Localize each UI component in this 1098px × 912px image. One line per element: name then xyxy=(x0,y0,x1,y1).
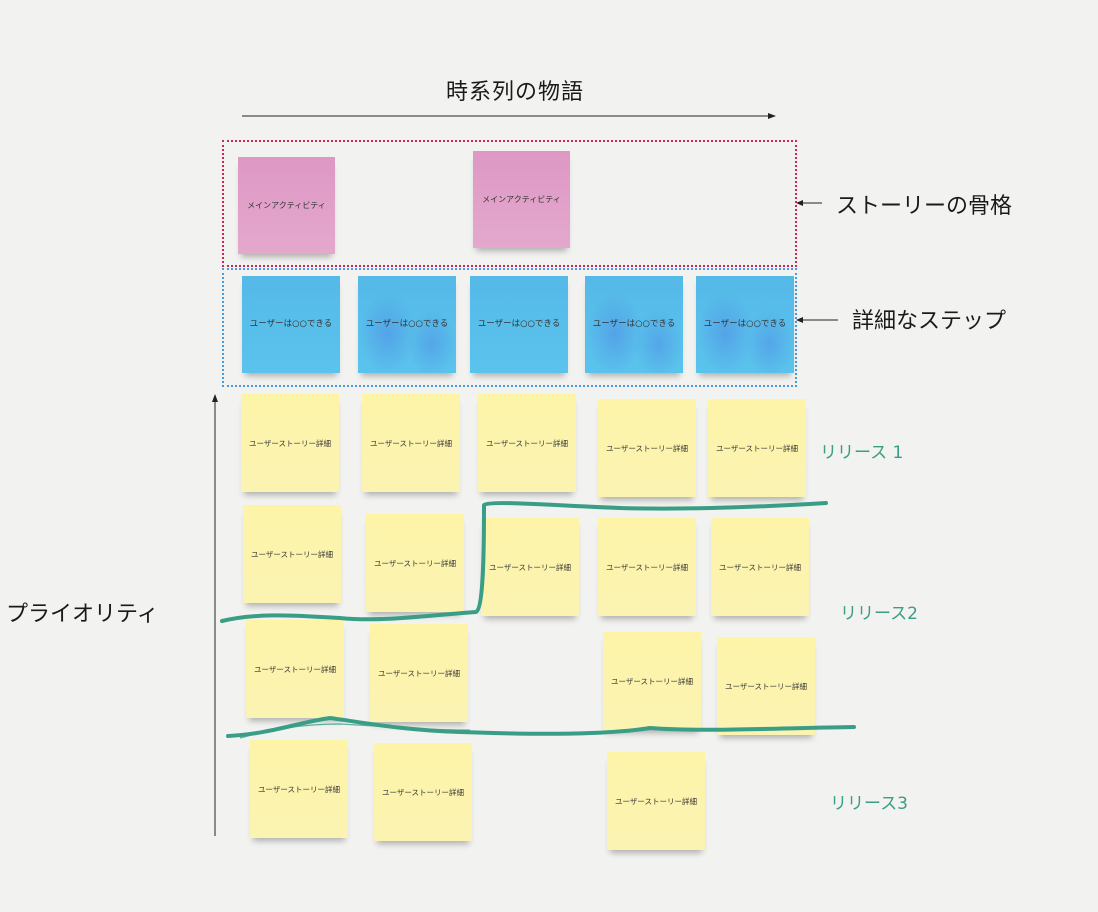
activity-note[interactable]: メインアクティビティ xyxy=(473,151,570,248)
step-note[interactable]: ユーザーは○○できる xyxy=(358,276,456,373)
release-2-line xyxy=(226,716,856,738)
steps-frame xyxy=(222,268,797,387)
priority-arrow-head xyxy=(212,394,218,402)
story-note[interactable]: ユーザーストーリー詳細 xyxy=(598,518,696,616)
story-note[interactable]: ユーザーストーリー詳細 xyxy=(708,399,806,497)
story-note[interactable]: ユーザーストーリー詳細 xyxy=(374,743,472,841)
release-1-line xyxy=(220,501,828,623)
story-note[interactable]: ユーザーストーリー詳細 xyxy=(241,394,339,492)
story-note[interactable]: ユーザーストーリー詳細 xyxy=(243,505,341,603)
step-note[interactable]: ユーザーは○○できる xyxy=(470,276,568,373)
story-note[interactable]: ユーザーストーリー詳細 xyxy=(362,394,460,492)
story-note[interactable]: ユーザーストーリー詳細 xyxy=(603,632,701,730)
step-note[interactable]: ユーザーは○○できる xyxy=(585,276,683,373)
skeleton-label: ストーリーの骨格 xyxy=(836,194,1013,219)
timeline-arrow-head xyxy=(768,113,776,119)
story-note[interactable]: ユーザーストーリー詳細 xyxy=(250,740,348,838)
story-note[interactable]: ユーザーストーリー詳細 xyxy=(246,620,344,718)
skeleton-frame xyxy=(222,140,797,267)
story-note[interactable]: ユーザーストーリー詳細 xyxy=(370,624,468,722)
story-note[interactable]: ユーザーストーリー詳細 xyxy=(598,399,696,497)
story-note[interactable]: ユーザーストーリー詳細 xyxy=(717,637,815,735)
release-2-line-thin xyxy=(239,723,471,739)
release-3-label: リリース3 xyxy=(830,794,908,814)
story-note[interactable]: ユーザーストーリー詳細 xyxy=(366,514,464,612)
story-note[interactable]: ユーザーストーリー詳細 xyxy=(711,518,809,616)
release-1-label: リリース 1 xyxy=(820,443,904,463)
release-2-label: リリース2 xyxy=(840,604,918,624)
step-note[interactable]: ユーザーは○○できる xyxy=(242,276,340,373)
steps-label: 詳細なステップ xyxy=(852,309,1007,334)
priority-label: プライオリティ xyxy=(6,602,159,627)
activity-note[interactable]: メインアクティビティ xyxy=(238,157,335,254)
story-note[interactable]: ユーザーストーリー詳細 xyxy=(607,752,705,850)
timeline-title: 時系列の物語 xyxy=(446,80,585,105)
story-note[interactable]: ユーザーストーリー詳細 xyxy=(481,518,579,616)
story-note[interactable]: ユーザーストーリー詳細 xyxy=(478,394,576,492)
step-note[interactable]: ユーザーは○○できる xyxy=(696,276,794,373)
